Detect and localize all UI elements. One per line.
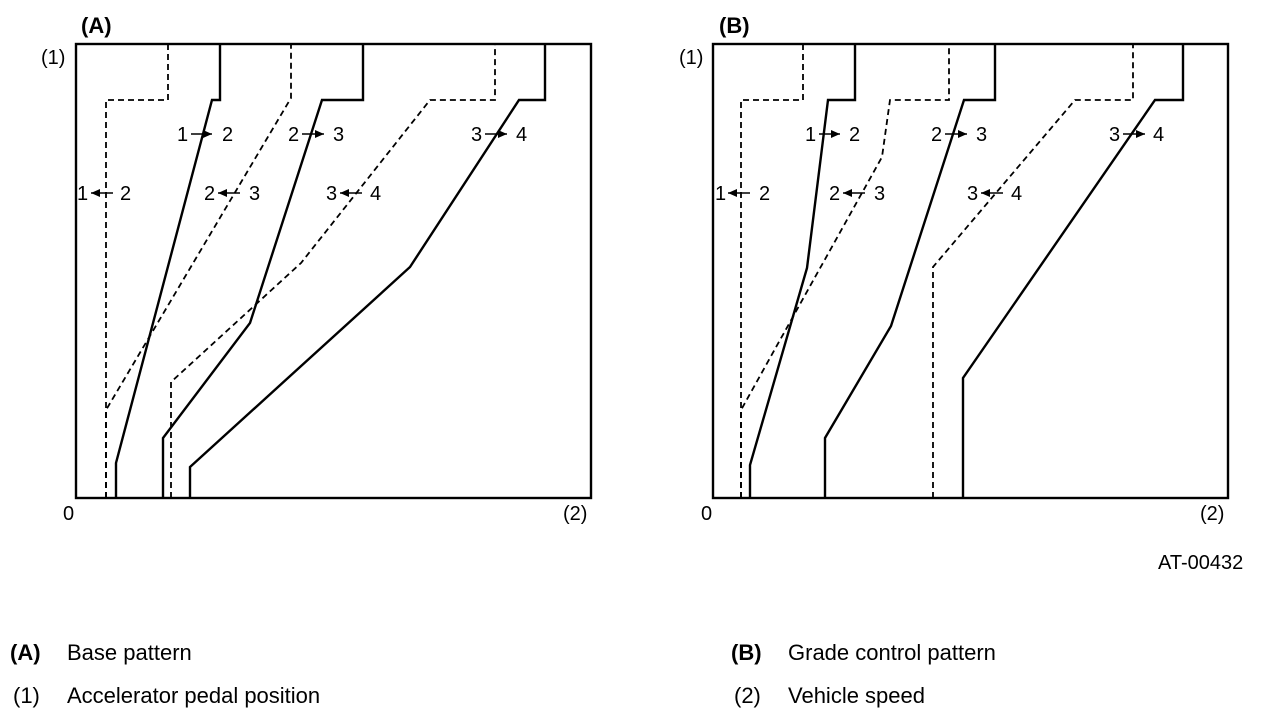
panel-a-y-axis-label: (1) — [41, 47, 65, 69]
panel-b-shift-label-1-2-down: 1 2 — [715, 183, 770, 205]
svg-text:4: 4 — [1011, 183, 1022, 205]
panel-a-upshift-1-2-line — [114, 44, 222, 498]
legend-text-base-pattern: Base pattern — [67, 640, 192, 665]
panel-a-downshift-3-4-line — [170, 44, 496, 498]
svg-text:3: 3 — [1109, 124, 1120, 146]
svg-text:4: 4 — [1153, 124, 1164, 146]
panel-a-upshift-3-4-line — [188, 44, 547, 498]
panel-b-shift-label-3-4-down: 3 4 — [967, 183, 1022, 205]
panel-a-shift-label-1-2-up: 1 2 — [177, 124, 233, 146]
shift-pattern-figure: .lbl { font-family: "Liberation Sans", s… — [41, 13, 1243, 574]
svg-text:2: 2 — [222, 124, 233, 146]
legend-key-a: (A) — [10, 640, 41, 665]
legend-key-2: (2) — [734, 683, 761, 708]
panel-b-upshift-3-4-line — [961, 44, 1185, 498]
panel-a-shift-label-2-3-up: 2 3 — [288, 124, 344, 146]
panel-a-shift-label-1-2-down: 1 2 — [77, 183, 131, 205]
panel-b-upshift-1-2-line — [748, 44, 857, 498]
panel-a-downshift-1-2-line — [105, 44, 169, 498]
svg-text:3: 3 — [249, 183, 260, 205]
panel-b-shift-label-2-3-up: 2 3 — [931, 124, 987, 146]
svg-text:3: 3 — [333, 124, 344, 146]
panel-a: (A) (1) 0 (2) 1 2 2 3 3 4 — [41, 13, 593, 525]
legend-text-vehicle-speed: Vehicle speed — [788, 683, 925, 708]
panel-b-x-axis-label: (2) — [1200, 503, 1224, 525]
legend-key-1: (1) — [13, 683, 40, 708]
svg-text:2: 2 — [849, 124, 860, 146]
svg-text:2: 2 — [120, 183, 131, 205]
legend-text-accelerator-pedal-position: Accelerator pedal position — [67, 683, 321, 708]
panel-a-downshift-2-3-line — [105, 44, 292, 498]
svg-text:2: 2 — [288, 124, 299, 146]
panel-a-upshift-2-3-line — [161, 44, 365, 498]
panel-b: (B) (1) 0 (2) 1 2 2 3 3 4 — [679, 13, 1230, 525]
svg-text:2: 2 — [931, 124, 942, 146]
panel-b-y-axis-label: (1) — [679, 47, 703, 69]
panel-a-plot-frame — [74, 42, 593, 500]
panel-b-downshift-2-3-line — [740, 44, 950, 498]
svg-text:1: 1 — [715, 183, 726, 205]
panel-b-plot-frame — [711, 42, 1230, 500]
panel-a-title: (A) — [81, 13, 112, 38]
svg-text:4: 4 — [370, 183, 381, 205]
svg-text:1: 1 — [177, 124, 188, 146]
svg-text:1: 1 — [805, 124, 816, 146]
panel-a-x-axis-label: (2) — [563, 503, 587, 525]
svg-text:3: 3 — [967, 183, 978, 205]
panel-b-shift-label-3-4-up: 3 4 — [1109, 124, 1164, 146]
figure-code: AT-00432 — [1158, 552, 1243, 574]
svg-text:3: 3 — [326, 183, 337, 205]
panel-b-downshift-1-2-line — [740, 44, 804, 498]
svg-text:2: 2 — [759, 183, 770, 205]
panel-a-shift-label-3-4-down: 3 4 — [326, 183, 381, 205]
panel-b-title: (B) — [719, 13, 750, 38]
panel-b-upshift-2-3-line — [823, 44, 997, 498]
svg-text:1: 1 — [77, 183, 88, 205]
panel-a-origin-label: 0 — [63, 503, 74, 525]
svg-text:2: 2 — [204, 183, 215, 205]
legend-text-grade-control-pattern: Grade control pattern — [788, 640, 996, 665]
svg-text:3: 3 — [471, 124, 482, 146]
svg-text:4: 4 — [516, 124, 527, 146]
panel-b-shift-label-2-3-down: 2 3 — [829, 183, 885, 205]
legend-key-b: (B) — [731, 640, 762, 665]
panel-b-shift-label-1-2-up: 1 2 — [805, 124, 860, 146]
panel-a-shift-label-3-4-up: 3 4 — [471, 124, 527, 146]
svg-text:2: 2 — [829, 183, 840, 205]
panel-b-origin-label: 0 — [701, 503, 712, 525]
panel-b-downshift-3-4-line — [932, 44, 1134, 498]
svg-text:3: 3 — [976, 124, 987, 146]
panel-a-shift-label-2-3-down: 2 3 — [204, 183, 260, 205]
svg-text:3: 3 — [874, 183, 885, 205]
